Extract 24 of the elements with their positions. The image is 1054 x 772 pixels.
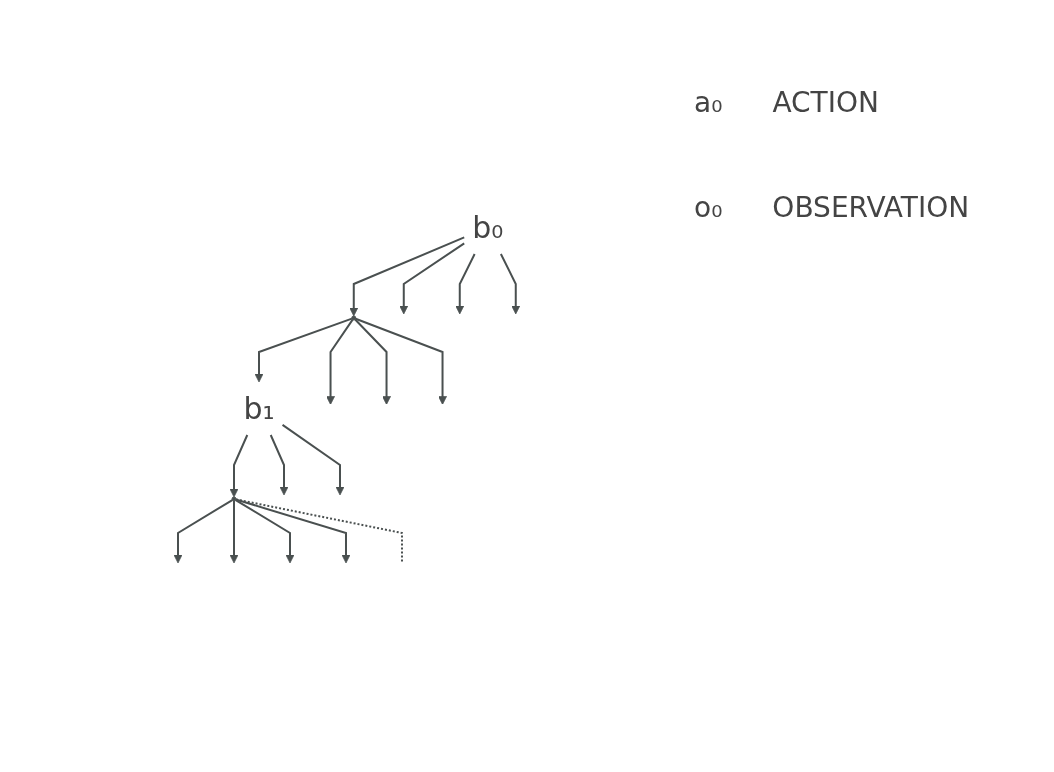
arrow [354, 317, 448, 405]
symbol-label: a₀ [694, 86, 723, 119]
node-label: b₁ [243, 391, 275, 426]
branch-point [231, 496, 237, 502]
arrow [500, 253, 521, 315]
dashed-line [235, 498, 404, 564]
arrow [326, 318, 354, 405]
arrow [455, 253, 476, 315]
arrow [281, 423, 345, 496]
node-label: b₀ [472, 210, 504, 245]
arrow [229, 500, 239, 564]
arrow [235, 498, 351, 564]
arrow [229, 434, 249, 498]
term-label: OBSERVATION [772, 191, 970, 224]
branch-point [351, 315, 357, 321]
arrow [173, 499, 234, 564]
arrow [269, 434, 289, 496]
arrow [399, 242, 466, 315]
symbol-label: o₀ [694, 191, 723, 224]
arrow [254, 317, 353, 383]
arrow [349, 236, 466, 317]
term-label: ACTION [772, 86, 879, 119]
arrow [354, 318, 392, 405]
arrow [234, 499, 295, 564]
